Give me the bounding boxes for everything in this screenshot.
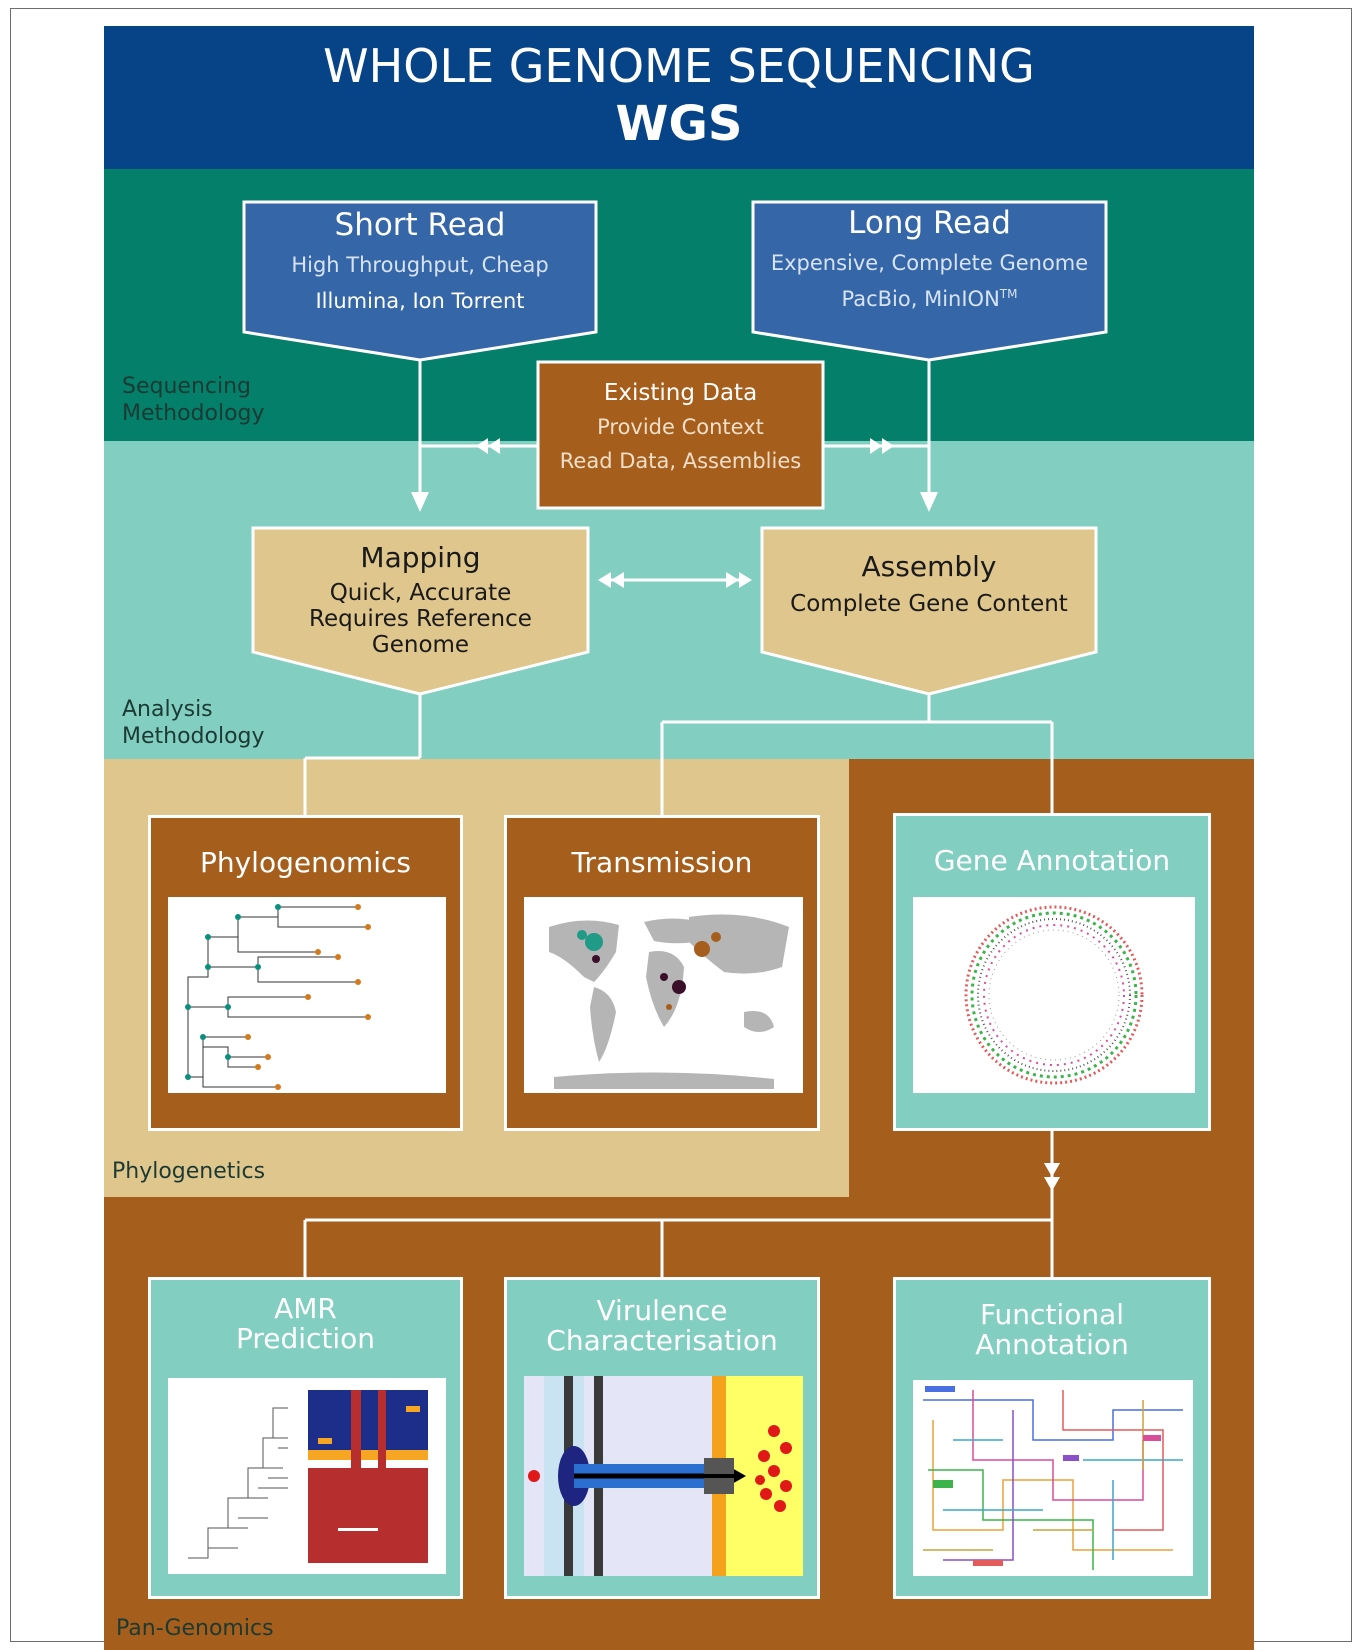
- assembly-title: Assembly: [861, 550, 997, 583]
- mapping-line1: Quick, Accurate: [329, 580, 512, 606]
- short-read-box: Short Read High Throughput, Cheap Illumi…: [244, 207, 596, 313]
- world-map-icon: [549, 914, 789, 1089]
- long-read-shape: [751, 200, 1108, 362]
- phylogenetic-tree-icon: [185, 904, 371, 1090]
- phylogenetic-tree-image: [168, 897, 446, 1093]
- short-read-line1: High Throughput, Cheap: [291, 253, 549, 277]
- amr-title-line1: AMR: [274, 1292, 337, 1325]
- virulence-panel: Virulence Characterisation: [504, 1277, 820, 1599]
- gene-annotation-title: Gene Annotation: [933, 844, 1171, 877]
- circular-genome-image: [913, 897, 1195, 1093]
- amr-heatmap-image: [168, 1378, 446, 1574]
- short-read-shape: [242, 200, 598, 362]
- short-read-title: Short Read: [334, 207, 506, 243]
- long-read-line2: PacBio, MinION: [841, 287, 1000, 311]
- existing-data-title: Existing Data: [603, 380, 758, 406]
- amr-heatmap-icon: [188, 1390, 428, 1563]
- functional-annotation-panel: Functional Annotation: [893, 1277, 1211, 1599]
- amr-panel: AMR Prediction: [148, 1277, 463, 1599]
- long-read-title: Long Read: [848, 205, 1011, 241]
- circular-genome-icon: [964, 905, 1144, 1085]
- functional-annotation-title: Functional Annotation: [896, 1300, 1208, 1360]
- virulence-title-line2: Characterisation: [546, 1324, 778, 1357]
- amr-title: AMR Prediction: [151, 1294, 460, 1354]
- long-read-trademark: TM: [999, 287, 1018, 301]
- section-label-phylogenetics: Phylogenetics: [112, 1159, 266, 1184]
- metabolic-map-image: [913, 1380, 1193, 1576]
- assembly-shape: [760, 526, 1098, 696]
- existing-data-line1: Provide Context: [597, 415, 764, 439]
- assembly-line1: Complete Gene Content: [790, 591, 1068, 617]
- gene-annotation-panel: Gene Annotation: [893, 813, 1211, 1131]
- metabolic-pathway-icon: [923, 1386, 1183, 1570]
- section-label-sequencing: Sequencing Methodology: [122, 374, 265, 426]
- mapping-shape: [251, 526, 590, 696]
- existing-data-line2: Read Data, Assemblies: [559, 449, 802, 473]
- page-subtitle: WGS: [615, 96, 743, 152]
- amr-title-line2: Prediction: [235, 1322, 376, 1355]
- long-read-line1: Expensive, Complete Genome: [770, 251, 1089, 275]
- phylogenomics-title: Phylogenomics: [199, 846, 412, 879]
- functional-title-line2: Annotation: [975, 1328, 1129, 1361]
- section-label-analysis: Analysis Methodology: [122, 697, 265, 749]
- mapping-box: Mapping Quick, Accurate Requires Referen…: [253, 541, 588, 658]
- phylogenomics-panel: Phylogenomics: [148, 815, 463, 1131]
- mapping-line3: Genome: [371, 632, 470, 658]
- long-read-line2-wrap: PacBio, MinIONTM: [753, 287, 1106, 311]
- assembly-box: Assembly Complete Gene Content: [762, 550, 1096, 617]
- virulence-title: Virulence Characterisation: [507, 1296, 817, 1356]
- title-band: WHOLE GENOME SEQUENCING WGS: [104, 26, 1254, 169]
- virulence-image: [524, 1376, 803, 1576]
- transmission-panel: Transmission: [504, 815, 820, 1131]
- section-label-pan-genomics: Pan-Genomics: [116, 1616, 274, 1641]
- transmission-title: Transmission: [571, 846, 753, 879]
- mapping-title: Mapping: [360, 541, 481, 574]
- short-read-line2: Illumina, Ion Torrent: [315, 289, 525, 313]
- world-map-image: [524, 897, 803, 1093]
- virulence-title-line1: Virulence: [596, 1294, 728, 1327]
- existing-data-box: Existing Data Provide Context Read Data,…: [538, 380, 823, 473]
- long-read-box: Long Read Expensive, Complete Genome Pac…: [753, 205, 1106, 311]
- mapping-line2: Requires Reference: [309, 606, 532, 632]
- existing-data-shape: [536, 360, 825, 510]
- functional-title-line1: Functional: [979, 1298, 1125, 1331]
- secretion-system-icon: [524, 1376, 803, 1576]
- page-title: WHOLE GENOME SEQUENCING: [323, 39, 1035, 93]
